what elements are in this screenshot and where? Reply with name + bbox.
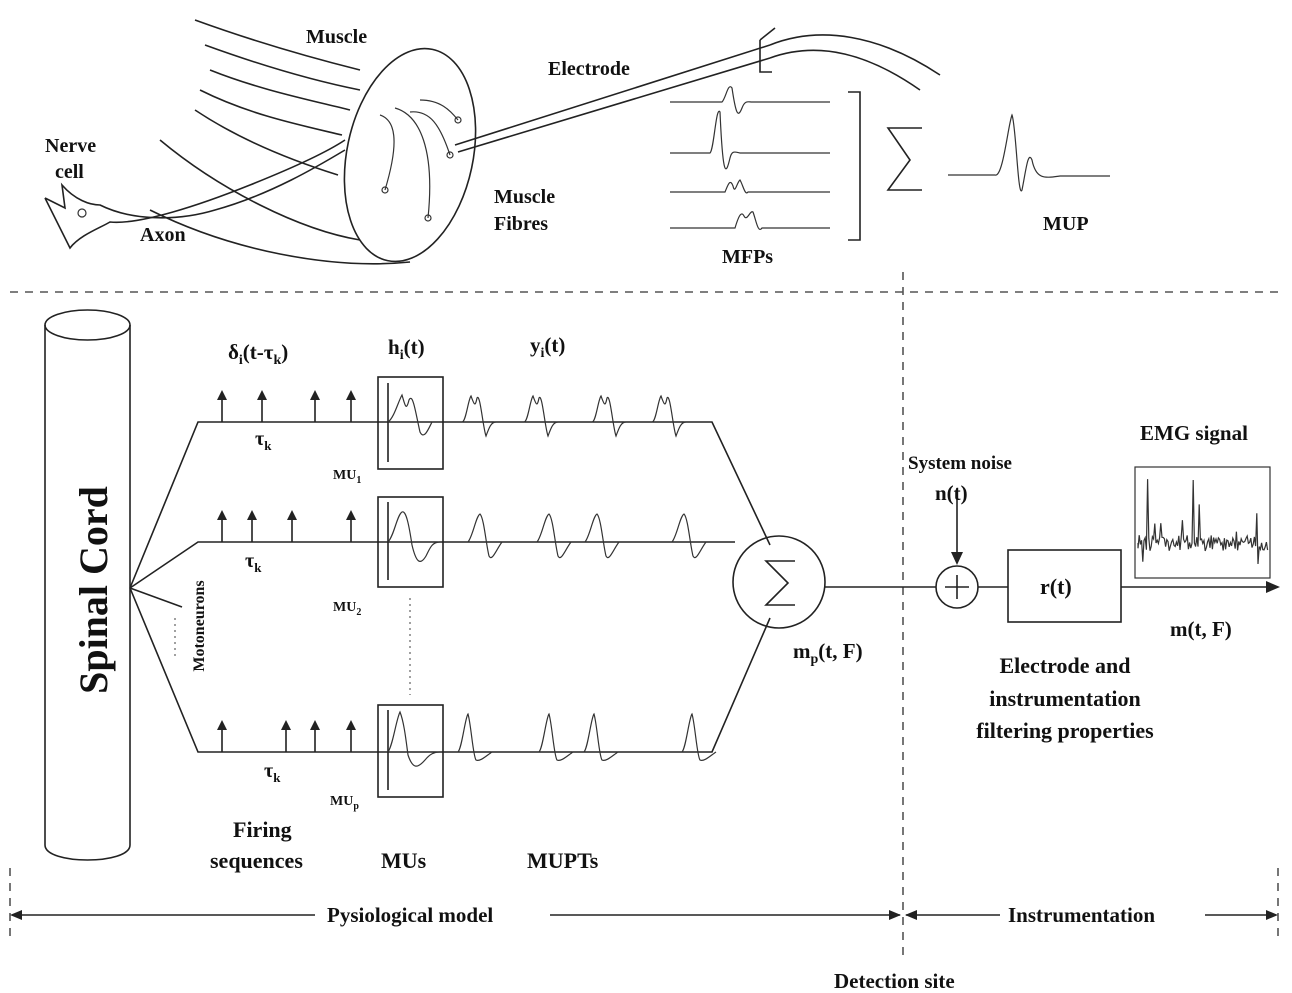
- tau-label-1: τk: [255, 428, 272, 453]
- muscle-cross-section: [343, 47, 477, 263]
- n-t-label: n(t): [935, 481, 968, 505]
- mup-label-p: MUp: [330, 794, 359, 812]
- m-t-label: m(t, F): [1170, 617, 1232, 641]
- firing-arrows: [217, 390, 356, 752]
- r-t-label: r(t): [1040, 574, 1072, 599]
- filter-caption-1: Electrode and: [1000, 653, 1131, 678]
- y-label: yi(t): [530, 333, 565, 361]
- noise-adder: [935, 488, 979, 609]
- muscle-label: Muscle: [306, 26, 367, 48]
- mupt-waveform: [591, 394, 627, 438]
- spinal-cord: [44, 309, 131, 861]
- mus-label: MUs: [381, 848, 427, 873]
- sigma-icon: [886, 127, 922, 191]
- muscle-fibres-label-2: Fibres: [494, 213, 548, 235]
- delta-label: δi(t-τk): [228, 340, 288, 368]
- arrow-up-icon: [310, 720, 320, 730]
- mupt-waveform: [651, 394, 687, 438]
- mu-box-p: [377, 704, 444, 798]
- arrow-up-icon: [257, 390, 267, 400]
- mupt-traces: [457, 394, 717, 761]
- filter-caption-2: instrumentation: [989, 686, 1141, 711]
- mup-waveform: [948, 113, 1110, 192]
- arrow-up-icon: [310, 390, 320, 400]
- detection-site-label: Detection site: [834, 969, 955, 993]
- cell-label: cell: [55, 161, 84, 183]
- mup-label: MUP: [1043, 213, 1089, 235]
- arrow-up-icon: [217, 720, 227, 730]
- mupt-waveform: [461, 394, 497, 438]
- arrow-up-icon: [281, 720, 291, 730]
- arrow-up-icon: [346, 720, 356, 730]
- instrumentation-label: Instrumentation: [1008, 903, 1155, 927]
- tau-label-p: τk: [264, 760, 281, 785]
- emg-plot: [1134, 466, 1271, 579]
- axon-label: Axon: [140, 224, 186, 246]
- mupt-waveform: [584, 513, 620, 559]
- mfps-label: MFPs: [722, 246, 773, 268]
- mfp-traces: [670, 86, 1110, 241]
- system-noise-label: System noise: [908, 453, 1012, 474]
- mu2-label: MU2: [333, 600, 361, 618]
- arrow-up-icon: [217, 510, 227, 520]
- filter-caption-3: filtering properties: [976, 718, 1154, 743]
- physiological-model-label: Pysiological model: [327, 903, 493, 927]
- nerve-label: Nerve: [45, 135, 96, 157]
- sum-node: [732, 535, 826, 629]
- spinal-cord-label: Spinal Cord: [71, 486, 116, 694]
- mupt-waveform: [681, 712, 717, 761]
- arrow-up-icon: [247, 510, 257, 520]
- arrow-up-icon: [346, 390, 356, 400]
- mu-box-1: [377, 376, 444, 470]
- mupt-waveform: [538, 712, 574, 761]
- mupt-waveform: [671, 513, 707, 559]
- firing-label-2: sequences: [210, 848, 303, 873]
- motoneuron-branches: [129, 421, 771, 753]
- muscle-anatomy: [44, 19, 941, 265]
- tau-label-2: τk: [245, 550, 262, 575]
- sigma-icon: [764, 560, 795, 606]
- motoneurons-label: Motoneurons: [191, 580, 208, 671]
- mupt-waveform: [583, 712, 619, 761]
- mu-box-2: [377, 496, 444, 588]
- mupt-waveform: [523, 394, 559, 438]
- muscle-fibres-label-1: Muscle: [494, 186, 555, 208]
- firing-label-1: Firing: [233, 817, 292, 842]
- arrow-up-icon: [217, 390, 227, 400]
- emg-signal-label: EMG signal: [1140, 421, 1248, 445]
- mupt-waveform: [536, 513, 572, 559]
- mu-boxes: [377, 376, 444, 798]
- mp-label: mp(t, F): [793, 639, 863, 667]
- arrow-up-icon: [346, 510, 356, 520]
- h-label: hi(t): [388, 335, 425, 363]
- filter-box: [1007, 549, 1122, 623]
- extent-arrows: [9, 868, 1279, 942]
- electrode-label: Electrode: [548, 58, 630, 80]
- arrow-right-icon: [1266, 581, 1280, 593]
- arrow-up-icon: [287, 510, 297, 520]
- mupt-waveform: [457, 712, 493, 761]
- arrow-down-icon: [951, 552, 963, 565]
- mupt-waveform: [467, 513, 503, 559]
- mupts-label: MUPTs: [527, 848, 599, 873]
- mu1-label: MU1: [333, 468, 361, 486]
